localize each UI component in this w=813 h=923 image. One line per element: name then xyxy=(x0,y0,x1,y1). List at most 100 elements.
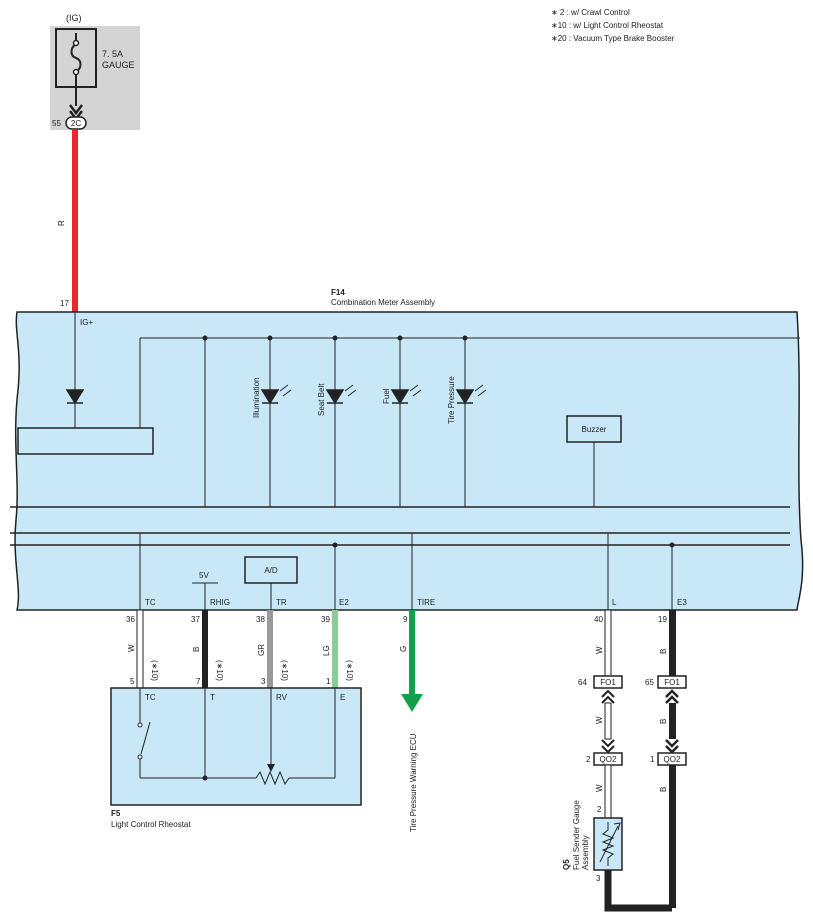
svg-text:2: 2 xyxy=(597,805,602,814)
buzzer-label: Buzzer xyxy=(582,425,607,434)
light-control-rheostat: 5 7 3 1 TC T RV E F5 Light Control Rheos… xyxy=(110,677,362,829)
svg-text:L: L xyxy=(612,598,617,607)
meter-id: F14 xyxy=(331,288,345,297)
svg-text:40: 40 xyxy=(594,615,603,624)
led-icon xyxy=(455,389,475,405)
svg-text:W: W xyxy=(127,644,136,652)
svg-text:5: 5 xyxy=(130,677,135,686)
chevron-down-icon xyxy=(601,739,615,754)
svg-text:(∗10): (∗10) xyxy=(150,660,159,681)
qo2-wire-r: B xyxy=(659,787,668,792)
qo2-wire-l: W xyxy=(595,784,604,792)
fuse-rating: 7. 5A xyxy=(102,49,123,59)
svg-text:FO1: FO1 xyxy=(600,678,616,687)
led-label: Tire Pressure xyxy=(447,376,456,424)
thermistor-icon xyxy=(601,822,615,866)
fuse-pin: 55 xyxy=(52,119,61,128)
svg-text:FO1: FO1 xyxy=(664,678,680,687)
ad-label: A/D xyxy=(264,566,278,575)
svg-text:E3: E3 xyxy=(677,598,687,607)
led-fuel: Fuel xyxy=(382,338,422,507)
svg-text:36: 36 xyxy=(126,615,135,624)
fuel-sender-gauge: 2 3 Q5 Fuel Sender Gauge Assembly xyxy=(562,800,623,883)
ig-wire-color: R xyxy=(57,220,66,226)
fo1-wire-l: W xyxy=(595,716,604,724)
led-icon xyxy=(325,389,345,405)
svg-text:39: 39 xyxy=(321,615,330,624)
resistor-icon xyxy=(255,770,290,786)
connector-2c xyxy=(65,116,87,130)
svg-text:19: 19 xyxy=(658,615,667,624)
fuse-name: GAUGE xyxy=(102,60,135,70)
svg-text:QO2: QO2 xyxy=(664,755,681,764)
svg-text:LG: LG xyxy=(322,645,331,656)
ground-return-wire xyxy=(604,870,672,912)
rheostat-id: F5 xyxy=(111,809,121,818)
connector-fo1: FO1 64 FO1 65 xyxy=(578,675,687,689)
led-icon xyxy=(390,389,410,405)
wire-tr: GR (∗10) xyxy=(257,610,289,688)
svg-text:(∗10): (∗10) xyxy=(345,660,354,681)
svg-text:1: 1 xyxy=(650,755,655,764)
wire-e2: LG (∗10) xyxy=(322,610,354,688)
svg-text:B: B xyxy=(192,647,201,652)
svg-text:B: B xyxy=(659,649,668,654)
led-icon xyxy=(260,389,280,405)
wire-e3: B xyxy=(659,610,676,676)
arrow-down-icon xyxy=(401,694,423,712)
chevron-up-icon xyxy=(601,689,615,704)
svg-text:64: 64 xyxy=(578,678,587,687)
fo1-wire-r: B xyxy=(659,719,668,724)
chevron-down-icon xyxy=(665,739,679,754)
svg-text:TIRE: TIRE xyxy=(417,598,435,607)
tire-ecu-label: Tire Pressure Warning ECU xyxy=(409,733,418,832)
meter-sub-block xyxy=(17,427,154,455)
svg-text:QO2: QO2 xyxy=(600,755,617,764)
svg-text:2: 2 xyxy=(586,755,591,764)
led-illumination: Illumination xyxy=(252,338,292,507)
ig-terminal-label: IG+ xyxy=(80,318,93,327)
ig-pin: 17 xyxy=(60,299,69,308)
combination-meter-box xyxy=(14,311,804,611)
svg-text:3: 3 xyxy=(261,677,266,686)
notes: ∗ 2 : w/ Crawl Control ∗10 : w/ Light Co… xyxy=(551,8,675,43)
svg-text:E: E xyxy=(340,693,345,702)
svg-text:G: G xyxy=(399,646,408,652)
note-3: ∗20 : Vacuum Type Brake Booster xyxy=(551,34,675,43)
wire-rhig: B (∗10) xyxy=(192,610,224,688)
meter-terminals: TC RHIG TR E2 TIRE L E3 xyxy=(145,598,687,607)
fuse-circuit-label: (IG) xyxy=(66,13,82,23)
svg-text:TC: TC xyxy=(145,598,156,607)
svg-text:TC: TC xyxy=(145,693,156,702)
led-label: Seat Belt xyxy=(317,383,326,416)
meter-pins: 36 37 38 39 9 40 19 xyxy=(126,615,667,624)
note-2: ∗10 : w/ Light Control Rheostat xyxy=(551,21,664,30)
svg-text:2C: 2C xyxy=(71,119,81,128)
led-label: Fuel xyxy=(382,388,391,404)
vref-label: 5V xyxy=(199,571,209,580)
rheostat-name: Light Control Rheostat xyxy=(111,820,191,829)
svg-text:RHIG: RHIG xyxy=(210,598,230,607)
svg-text:7: 7 xyxy=(196,677,201,686)
svg-text:1: 1 xyxy=(326,677,331,686)
svg-text:RV: RV xyxy=(276,693,288,702)
svg-text:GR: GR xyxy=(257,644,266,656)
svg-text:W: W xyxy=(595,646,604,654)
ad-converter-box xyxy=(244,556,298,584)
note-1: ∗ 2 : w/ Crawl Control xyxy=(551,8,630,17)
svg-text:3: 3 xyxy=(596,874,601,883)
wire-tire: G Tire Pressure Warning ECU xyxy=(399,610,423,832)
led-label: Illumination xyxy=(252,378,261,418)
fuse-block: (IG) 7. 5A GAUGE 2C 55 xyxy=(50,13,140,130)
fuse-icon xyxy=(70,33,82,87)
switch-icon xyxy=(140,721,151,755)
meter-name: Combination Meter Assembly xyxy=(331,298,435,307)
svg-text:(∗10): (∗10) xyxy=(215,660,224,681)
sender-name1: Fuel Sender Gauge xyxy=(572,800,581,870)
svg-text:37: 37 xyxy=(191,615,200,624)
svg-text:T: T xyxy=(210,693,215,702)
sender-id: Q5 xyxy=(562,859,571,870)
chevron-up-icon xyxy=(665,689,679,704)
svg-text:(∗10): (∗10) xyxy=(280,660,289,681)
